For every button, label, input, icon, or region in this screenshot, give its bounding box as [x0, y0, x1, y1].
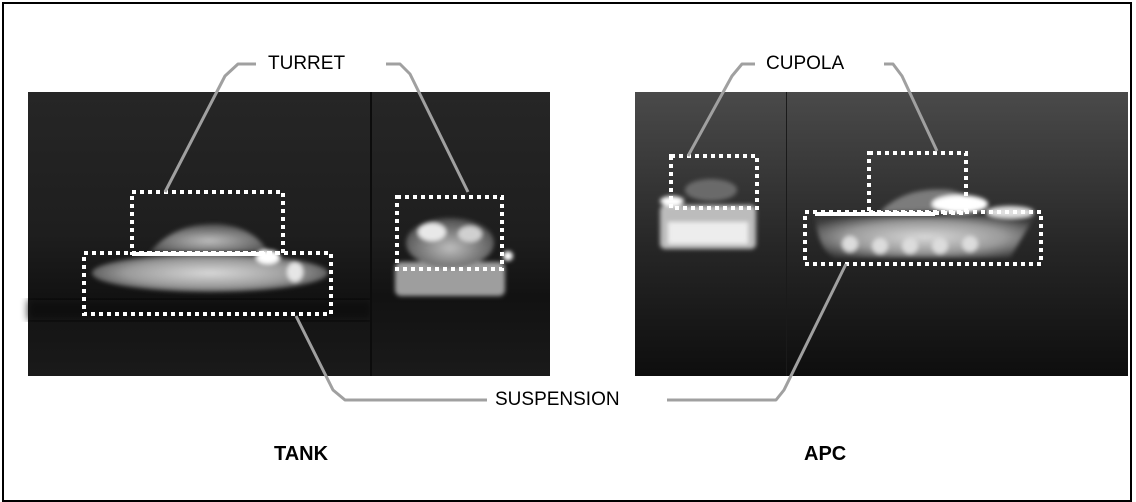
tank-front-image	[370, 92, 550, 376]
suspension-box-side	[82, 251, 333, 316]
turret-leader-left	[163, 62, 256, 193]
turret-label: TURRET	[262, 53, 352, 75]
apc-front-image	[635, 92, 788, 376]
cupola-leader-right	[884, 62, 939, 152]
suspension-label: SUSPENSION	[489, 389, 626, 411]
turret-box-side	[130, 190, 285, 255]
tank-caption: TANK	[274, 443, 329, 465]
cupola-box-front	[669, 154, 759, 210]
tank-side-image	[28, 92, 372, 376]
apc-side-image	[787, 92, 1128, 376]
cupola-leader-left	[686, 62, 755, 157]
suspension-leader-left	[294, 315, 487, 402]
diagram-canvas	[28, 62, 1128, 402]
cupola-box-side	[867, 151, 968, 215]
cupola-label: CUPOLA	[760, 53, 851, 75]
apc-caption: APC	[804, 443, 847, 465]
turret-leader-right	[386, 62, 470, 193]
suspension-leader-right	[667, 263, 848, 402]
